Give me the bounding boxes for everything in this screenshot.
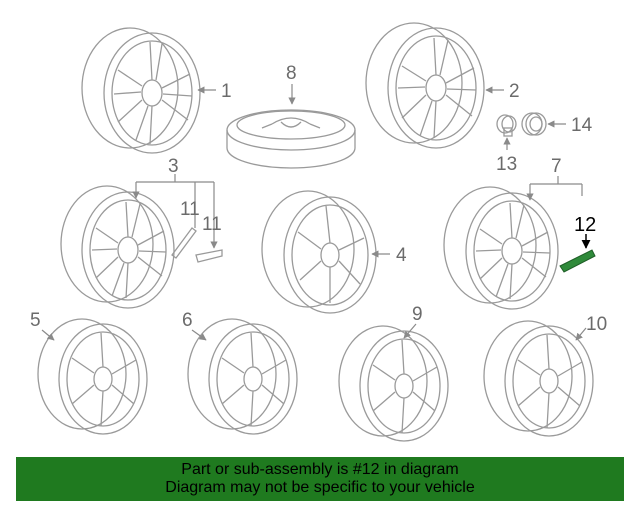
center-cap-14 (521, 112, 547, 136)
callout-13: 13 (496, 154, 517, 175)
callout-5: 5 (30, 310, 41, 331)
callout-8: 8 (286, 63, 297, 84)
callout-2: 2 (509, 81, 520, 102)
wheel-2 (365, 22, 485, 149)
callout-9: 9 (412, 304, 423, 325)
callout-11a: 11 (180, 199, 200, 220)
wheel-6 (187, 318, 298, 435)
wheel-10 (483, 320, 594, 437)
callout-12: 12 (574, 214, 596, 236)
wheel-7 (443, 186, 559, 310)
callout-14: 14 (571, 115, 593, 136)
trim-insert-11a (171, 227, 197, 259)
part-info-banner: Part or sub-assembly is #12 in diagram D… (16, 457, 624, 501)
callout-11b: 11 (202, 214, 222, 235)
banner-line-2: Diagram may not be specific to your vehi… (165, 479, 475, 496)
callout-1: 1 (221, 81, 232, 102)
parts-diagram: 1 2 8 14 13 3 11 11 4 7 12 5 6 9 10 (30, 22, 607, 442)
wheel-1 (81, 27, 201, 154)
highlighted-part-12 (559, 249, 596, 273)
wheel-9 (338, 325, 449, 442)
trim-insert-11b (195, 249, 223, 263)
callout-4: 4 (396, 245, 407, 266)
lug-nut-13 (496, 114, 517, 137)
wheel-4 (261, 190, 377, 314)
callout-7: 7 (551, 156, 562, 177)
callout-3: 3 (168, 156, 179, 177)
wheel-5 (37, 318, 148, 435)
wheel-8-spare (226, 109, 356, 169)
callout-10: 10 (586, 314, 607, 335)
banner-line-1: Part or sub-assembly is #12 in diagram (181, 461, 459, 478)
wheel-3 (60, 185, 175, 309)
callout-6: 6 (182, 310, 193, 331)
